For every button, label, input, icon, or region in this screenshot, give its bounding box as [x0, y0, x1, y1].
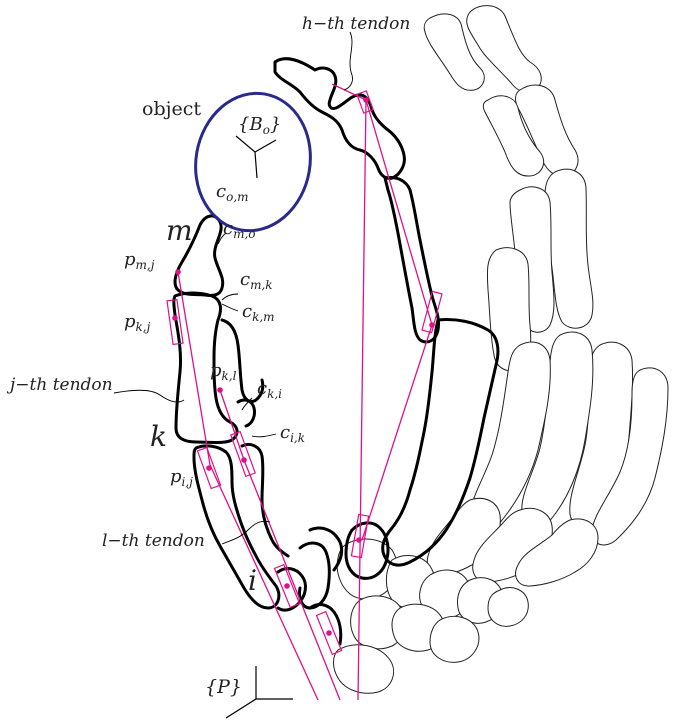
p-i-k-dot	[241, 457, 247, 463]
p-k-l-dot	[217, 387, 223, 393]
label-p-kj: pk,j	[124, 311, 151, 334]
label-p-kl: pk,l	[210, 360, 237, 383]
label-m: m	[166, 214, 193, 247]
h-tendon-branch	[366, 100, 432, 325]
label-c-om: co,m	[216, 181, 249, 204]
label-c-mo: cm,o	[223, 218, 256, 241]
label-p-mj: pm,j	[124, 249, 155, 272]
h-dot-3	[356, 537, 362, 543]
label-c-km: ck,m	[242, 301, 275, 324]
label-P: {P}	[205, 676, 242, 698]
j-tendon-line-lower	[210, 465, 318, 700]
label-l-tendon: l−th tendon	[102, 531, 205, 551]
p-k-j-dot	[172, 315, 178, 321]
background-hand-bones	[334, 6, 669, 694]
label-c-ik: ci,k	[280, 422, 305, 445]
label-object: object	[142, 98, 201, 120]
p-m-j-dot	[175, 269, 181, 275]
label-h-tendon: h−th tendon	[302, 14, 410, 34]
label-c-mk: cm,k	[240, 269, 273, 292]
label-p-ij: pi,j	[170, 466, 193, 489]
lower-dot-2	[326, 630, 332, 636]
l-tendon-line-lower	[244, 460, 340, 700]
label-B-o: {Bo}	[238, 114, 281, 137]
label-j-tendon: j−th tendon	[6, 375, 113, 395]
label-c-ki: ck,i	[257, 378, 282, 401]
diagram-labels: h−th tendon object {Bo} co,m m cm,o pm,j…	[6, 14, 410, 698]
p-i-j-dot	[206, 465, 212, 471]
lower-dot-1	[284, 583, 290, 589]
h-dot-2	[429, 322, 435, 328]
j-tendon-line	[178, 272, 210, 465]
h-dot-1	[363, 97, 369, 103]
h-tendon-branch2	[362, 325, 432, 540]
label-k: k	[150, 420, 167, 453]
label-i: i	[248, 564, 257, 597]
